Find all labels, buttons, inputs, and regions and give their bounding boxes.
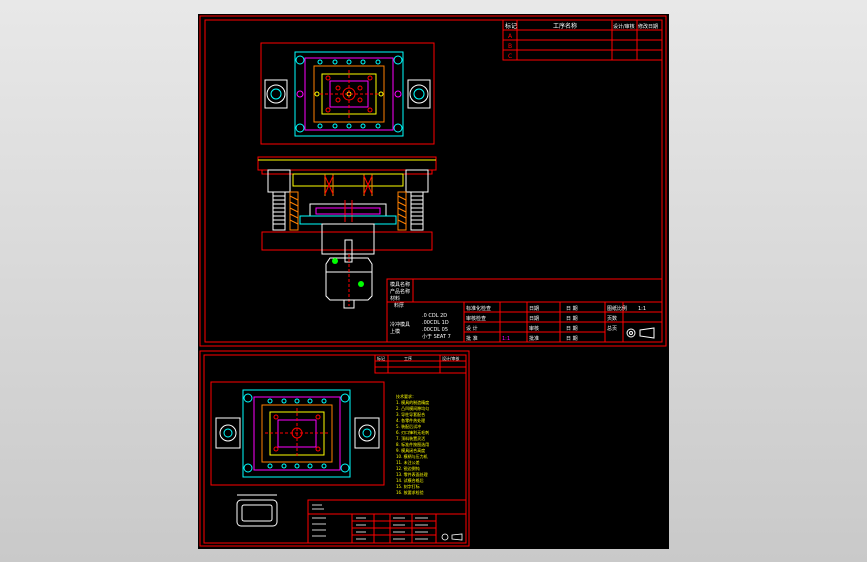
tb-date-1: 日 期 xyxy=(566,306,578,312)
tb-role-4: 批准 xyxy=(529,335,539,342)
sheet-1-elevation-view xyxy=(257,156,437,309)
tb-label-material: 材料 xyxy=(390,295,400,302)
tb-spec-1: .0 CDL 2D xyxy=(422,313,447,319)
tb-mid-2: 审核检查 xyxy=(466,315,486,322)
note-line-7: 7. 顶料装置灵活 xyxy=(396,435,425,441)
tb-mid-4: 批 准 xyxy=(466,335,478,342)
tb-label-thickness: 料厚 xyxy=(394,302,404,309)
tb-date-3: 日 期 xyxy=(566,326,578,332)
sheet-1: 标记 工序名称 设计/审核 修改日期 A B C xyxy=(199,15,667,347)
rev-row-c: C xyxy=(508,53,512,60)
technical-notes: 技术要求： 1. 模具的制造精度 2. 凸凹模间隙均匀 3. 导柱导套配合 4.… xyxy=(396,393,429,495)
tb-right-2: 页数 xyxy=(607,315,617,322)
note-line-2: 2. 凸凹模间隙均匀 xyxy=(396,405,429,411)
sheet-2-outer-border xyxy=(199,350,470,547)
note-line-4: 4. 各零件热处理 xyxy=(396,417,425,423)
s2-rev-designer: 设计/审核 xyxy=(442,355,459,361)
note-line-12: 12. 锐边倒钝 xyxy=(396,465,420,471)
sheet-1-revision-table: 标记 工序名称 设计/审核 修改日期 A B C xyxy=(502,19,663,61)
sheet-1-outer-border xyxy=(199,15,667,347)
note-line-14: 14. 试模合格后 xyxy=(396,477,424,483)
rev-header-process: 工序名称 xyxy=(553,22,577,30)
rev-header-mark: 标记 xyxy=(505,22,517,30)
note-line-9: 9. 模具闭合高度 xyxy=(396,447,425,453)
tb-spec-3: .00CDL 05 xyxy=(422,327,448,333)
marker-green-2 xyxy=(358,281,364,287)
note-line-15: 15. 刻字打标 xyxy=(396,483,420,489)
note-line-6: 6. 刃口锋利无毛刺 xyxy=(396,429,429,435)
tb-right-1: 图纸比例 xyxy=(607,305,627,312)
tb-role-2: 日期 xyxy=(529,316,539,322)
note-line-1: 1. 模具的制造精度 xyxy=(396,399,429,405)
tb-date-2: 日 期 xyxy=(566,316,578,322)
tb-mid-value-4: 1:1 xyxy=(502,336,510,342)
tb-caption-1: 冷冲模具 xyxy=(390,321,410,328)
note-line-16: 16. 按要求检验 xyxy=(396,489,424,495)
guide-pillar-right xyxy=(407,79,431,109)
note-line-8: 8. 标准件按图选用 xyxy=(396,441,429,447)
elevation-guide-left xyxy=(267,169,299,231)
note-line-0: 技术要求： xyxy=(396,393,416,399)
tb-right-value-1: 1:1 xyxy=(638,306,646,312)
tb-role-1: 日期 xyxy=(529,306,539,312)
rev-header-date: 修改日期 xyxy=(638,23,658,30)
tb-label-product: 产品名称 xyxy=(390,288,410,295)
note-line-5: 5. 装配后试冲 xyxy=(396,423,421,429)
rev-row-a: A xyxy=(508,33,513,40)
note-line-11: 11. 未注公差 xyxy=(396,459,420,465)
sheet-1-plan-view xyxy=(260,42,435,145)
sheet-1-title-block: 模具名称 产品名称 材料 料厚 冷冲模具 上模 .0 CDL 2D .00CDL… xyxy=(386,278,663,343)
tb-mid-1: 标准化检查 xyxy=(466,305,491,312)
projection-symbol-icon xyxy=(626,327,655,339)
sheet-2-title-block xyxy=(307,499,467,544)
tb-caption-2: 上模 xyxy=(390,328,400,335)
rev-row-b: B xyxy=(508,43,512,50)
guide-pillar-left xyxy=(264,79,288,109)
tb-mid-3: 设 计 xyxy=(466,325,478,332)
note-line-10: 10. 模柄与压力机 xyxy=(396,453,428,459)
tb-spec-2: .00CDL 1D xyxy=(422,320,449,326)
sheet-2-part-sketch xyxy=(236,494,278,527)
elevation-guide-right xyxy=(397,169,429,231)
note-line-3: 3. 导柱导套配合 xyxy=(396,411,425,417)
note-line-13: 13. 零件表面处理 xyxy=(396,471,428,477)
sheet-2: 标记 工序 设计/审核 xyxy=(199,350,470,547)
rev-header-designer: 设计/审核 xyxy=(613,23,635,30)
tb-date-4: 日 期 xyxy=(566,336,578,342)
sheet-2-plan-view xyxy=(210,381,385,486)
tb-right-3: 总页 xyxy=(607,325,617,332)
s2-rev-process: 工序 xyxy=(404,355,412,361)
marker-green-1 xyxy=(332,258,338,264)
tb-role-3: 审核 xyxy=(529,325,539,332)
tb-label-mold: 模具名称 xyxy=(390,281,410,288)
s2-rev-mark: 标记 xyxy=(377,355,385,361)
sheet-2-revision-table: 标记 工序 设计/审核 xyxy=(374,354,467,374)
tb-spec-4: 小于 SEAT 7 xyxy=(422,333,451,340)
